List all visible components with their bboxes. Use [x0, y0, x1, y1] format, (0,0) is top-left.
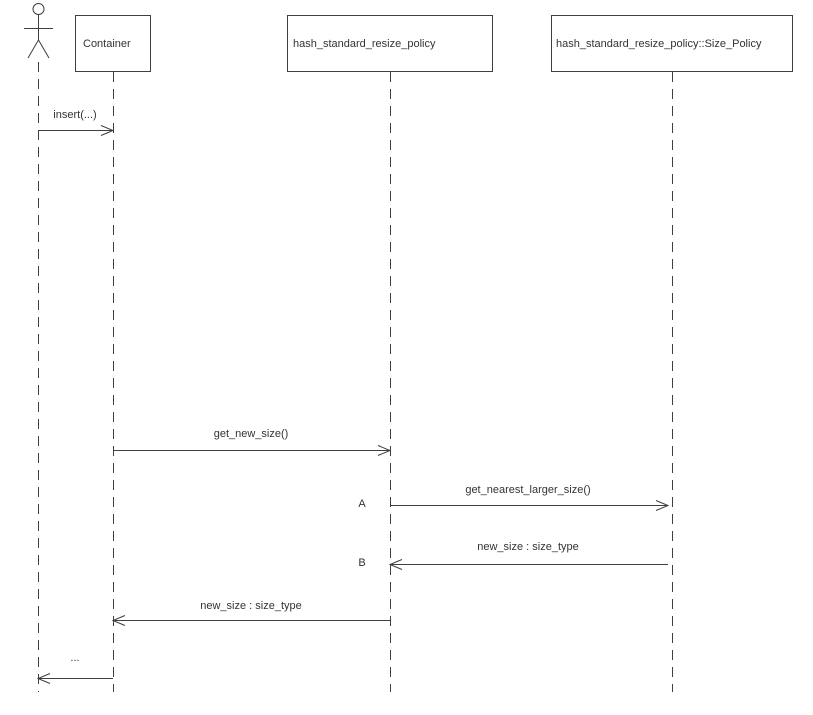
message-label-get-new-size: get_new_size(): [213, 428, 289, 440]
message-label-new-size-return: new_size : size_type: [200, 600, 302, 612]
marker-label-a: A: [358, 498, 366, 510]
message-label-new-size-return-b: new_size : size_type: [477, 541, 579, 553]
message-arrow-ellipsis-return: [36, 673, 113, 684]
message-arrow-get-nearest-larger-size: [390, 500, 670, 511]
message-arrow-new-size-return-b: [388, 559, 668, 570]
message-arrow-new-size-return: [111, 615, 390, 626]
marker-label-b: B: [358, 557, 366, 569]
message-arrow-get-new-size: [113, 445, 392, 456]
message-arrow-insert: [38, 125, 115, 136]
participant-box-size-policy: hash_standard_resize_policy::Size_Policy: [551, 15, 793, 72]
participant-box-resize-policy: hash_standard_resize_policy: [287, 15, 493, 72]
participant-label-size-policy: hash_standard_resize_policy::Size_Policy: [556, 37, 762, 50]
message-label-get-nearest-larger-size: get_nearest_larger_size(): [465, 484, 591, 496]
participant-box-container: Container: [75, 15, 151, 72]
message-label-insert: insert(...): [53, 109, 97, 121]
message-label-ellipsis-return: ...: [70, 652, 80, 664]
participant-label-container: Container: [83, 37, 131, 50]
participant-label-resize-policy: hash_standard_resize_policy: [293, 37, 436, 50]
actor-icon: [24, 3, 53, 59]
